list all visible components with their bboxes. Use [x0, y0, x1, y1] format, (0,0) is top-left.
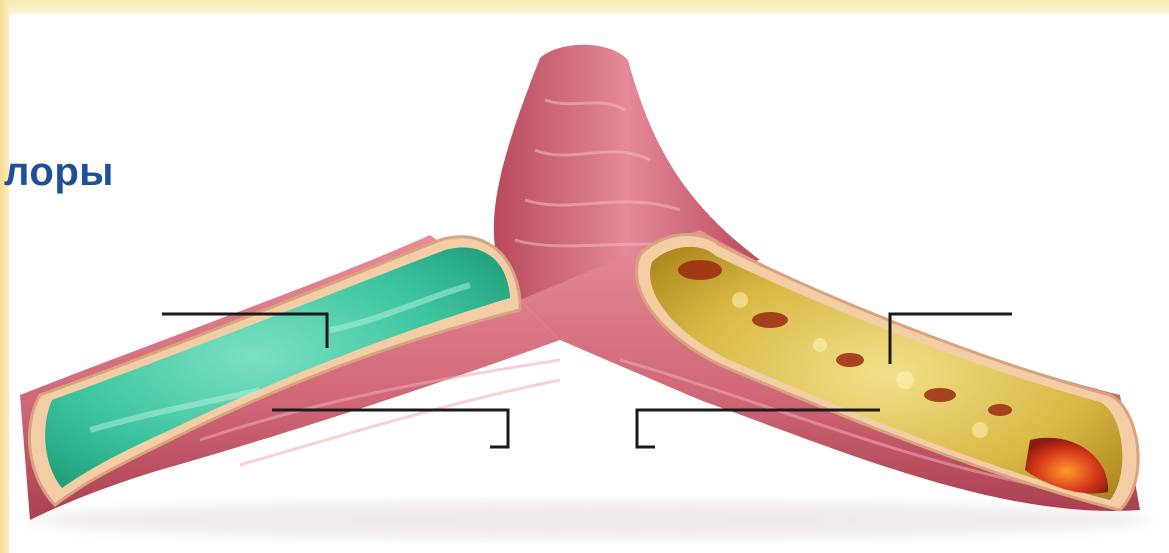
page-title: лоры: [4, 150, 114, 195]
vessel-shadow: [30, 500, 1150, 540]
